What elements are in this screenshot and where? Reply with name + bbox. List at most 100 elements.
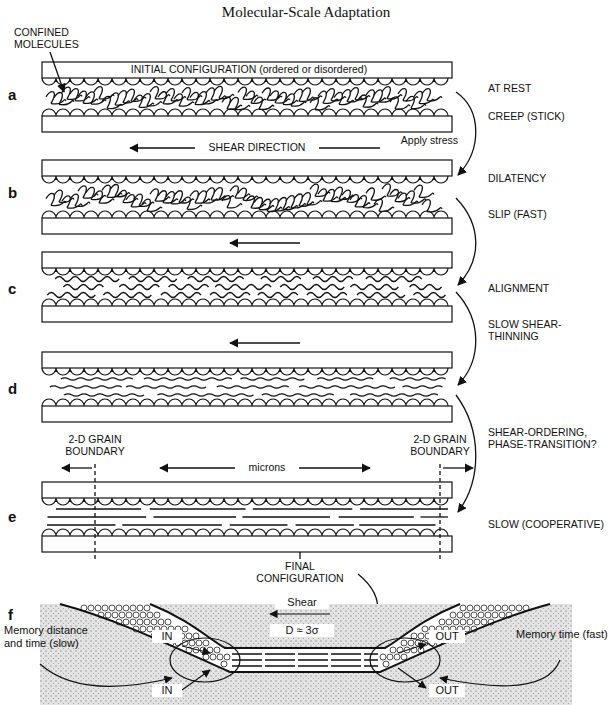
molecule <box>63 285 103 290</box>
note: INITIAL CONFIGURATION (ordered or disord… <box>97 63 401 75</box>
dimension-label: microns <box>235 461 299 473</box>
liquid-molecule <box>158 619 164 625</box>
boundary-label: 2-D GRAIN BOUNDARY <box>55 433 135 457</box>
molecule <box>296 524 354 525</box>
molecule <box>350 394 438 396</box>
memory-arrow <box>40 664 172 686</box>
molecule <box>70 194 90 206</box>
liquid-molecule <box>488 605 494 611</box>
callout: CONFINED MOLECULES <box>14 26 104 50</box>
step-arrow <box>456 92 476 175</box>
liquid-molecule <box>137 605 143 611</box>
molecule <box>262 394 334 396</box>
liquid-molecule <box>474 605 480 611</box>
top-plate <box>42 62 452 78</box>
molecule <box>161 293 201 298</box>
molecule <box>198 92 218 104</box>
molecule <box>144 378 232 380</box>
surface-atoms <box>42 78 448 85</box>
memory-zone <box>170 638 240 682</box>
liquid-molecule <box>151 619 157 625</box>
liquid-molecule <box>457 612 463 618</box>
molecule <box>78 186 98 198</box>
surface-atoms <box>42 498 448 505</box>
leader-arrow <box>50 52 64 92</box>
liquid-molecule <box>182 626 188 632</box>
molecule <box>78 91 98 103</box>
liquid-molecule <box>147 612 153 618</box>
grain-boundary-line <box>95 464 440 562</box>
molecule <box>217 386 289 388</box>
top-plate <box>42 252 452 268</box>
liquid-molecule <box>109 605 115 611</box>
contact-zone <box>40 604 572 705</box>
memory-arrow <box>440 660 560 686</box>
molecule <box>230 524 288 525</box>
molecule <box>258 293 298 298</box>
molecule <box>339 516 414 517</box>
molecule <box>158 191 178 203</box>
molecule <box>366 277 422 282</box>
surface-atoms <box>42 211 448 218</box>
liquid-molecule <box>88 605 94 611</box>
molecule <box>103 293 151 298</box>
molecule <box>50 386 122 388</box>
molecule <box>358 95 378 107</box>
liquid-molecule <box>154 612 160 618</box>
liquid-molecule <box>453 619 459 625</box>
molecule <box>198 191 218 203</box>
direction-label: Shear <box>275 596 329 609</box>
molecule <box>254 97 274 109</box>
liquid-molecule <box>203 654 209 660</box>
molecule <box>307 293 347 298</box>
molecule <box>280 285 344 290</box>
molecule <box>119 285 159 290</box>
stage-label: AT REST <box>488 82 606 94</box>
liquid-molecule <box>116 605 122 611</box>
liquid-molecule <box>471 612 477 618</box>
molecule <box>86 92 106 104</box>
molecule <box>56 508 141 509</box>
liquid-molecule <box>401 640 407 646</box>
callout: FINAL CONFIGURATION <box>245 560 355 584</box>
panel-letter: b <box>8 184 22 201</box>
panel-letter: d <box>8 380 22 397</box>
molecule <box>48 516 147 517</box>
bottom-plate <box>42 116 452 132</box>
molecule <box>153 516 236 517</box>
molecule <box>47 524 115 525</box>
molecule <box>110 185 130 197</box>
molecule <box>422 89 442 101</box>
top-plate <box>42 160 452 176</box>
leader-line <box>299 552 300 559</box>
molecule <box>366 188 386 200</box>
molecule <box>406 96 426 108</box>
molecule <box>240 378 304 380</box>
surface-atoms <box>42 299 448 306</box>
molecule <box>215 285 271 290</box>
molecule <box>102 96 122 108</box>
flow-arrow <box>182 670 210 690</box>
molecule <box>357 293 405 298</box>
molecule <box>299 386 395 388</box>
liquid-molecule <box>119 612 125 618</box>
liquid-molecule <box>446 619 452 625</box>
molecule <box>122 524 222 525</box>
liquid-molecule <box>95 605 101 611</box>
molecule <box>230 186 250 198</box>
stage-label: DILATENCY <box>488 172 606 184</box>
molecule <box>390 378 446 380</box>
molecule <box>253 508 352 509</box>
molecule <box>129 277 177 282</box>
upper-surface <box>150 604 460 648</box>
confined-molecules <box>46 86 448 525</box>
molecule <box>350 195 370 207</box>
molecule <box>278 92 298 104</box>
molecule <box>420 516 448 517</box>
molecule <box>402 386 442 388</box>
note: Apply stress <box>372 134 458 146</box>
liquid-molecule <box>401 654 407 660</box>
molecule <box>318 91 338 103</box>
molecule <box>157 394 253 396</box>
